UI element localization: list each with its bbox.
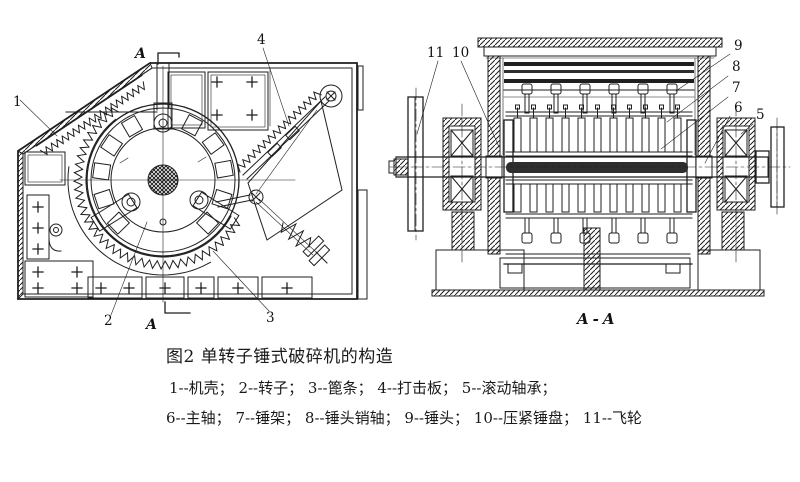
section-mark-bottom: A — [144, 317, 157, 333]
callout-2: 2 — [104, 313, 113, 329]
left-view-cross-section: 1 2 3 4 A A — [13, 32, 368, 333]
callout-11: 11 — [427, 45, 444, 61]
section-mark-top: A — [133, 46, 146, 62]
callout-3: 3 — [266, 310, 275, 326]
callout-10: 10 — [452, 45, 469, 61]
callout-8: 8 — [732, 59, 741, 75]
left-view-teeth-and-bolts — [32, 74, 322, 294]
callout-5: 5 — [756, 107, 765, 123]
callout-7: 7 — [732, 80, 741, 96]
section-flag-bottom — [164, 301, 191, 314]
callout-6: 6 — [734, 100, 743, 116]
callout-1: 1 — [13, 94, 22, 110]
right-view-section-a-a: 11 10 9 8 7 6 5 A-A — [388, 37, 791, 328]
callout-9: 9 — [734, 38, 743, 54]
section-flag-top — [157, 52, 180, 65]
right-view-discs-and-hammers — [450, 83, 748, 244]
figure-legend-line-1: 1--机壳； 2--转子； 3--篦条； 4--打击板； 5--滚动轴承； — [169, 379, 557, 397]
figure-title: 图2 单转子锤式破碎机的构造 — [166, 347, 394, 367]
figure-legend-line-2: 6--主轴； 7--锤架； 8--锤头销轴； 9--锤头； 10--压紧锤盘； … — [166, 409, 643, 427]
technical-drawing: 1 2 3 4 A A — [13, 32, 791, 333]
section-a-a-caption: A-A — [575, 310, 619, 328]
pressing-disc-right — [686, 119, 697, 213]
figure-caption: 图2 单转子锤式破碎机的构造 1--机壳； 2--转子； 3--篦条； 4--打… — [166, 347, 766, 428]
callout-4: 4 — [257, 32, 266, 48]
